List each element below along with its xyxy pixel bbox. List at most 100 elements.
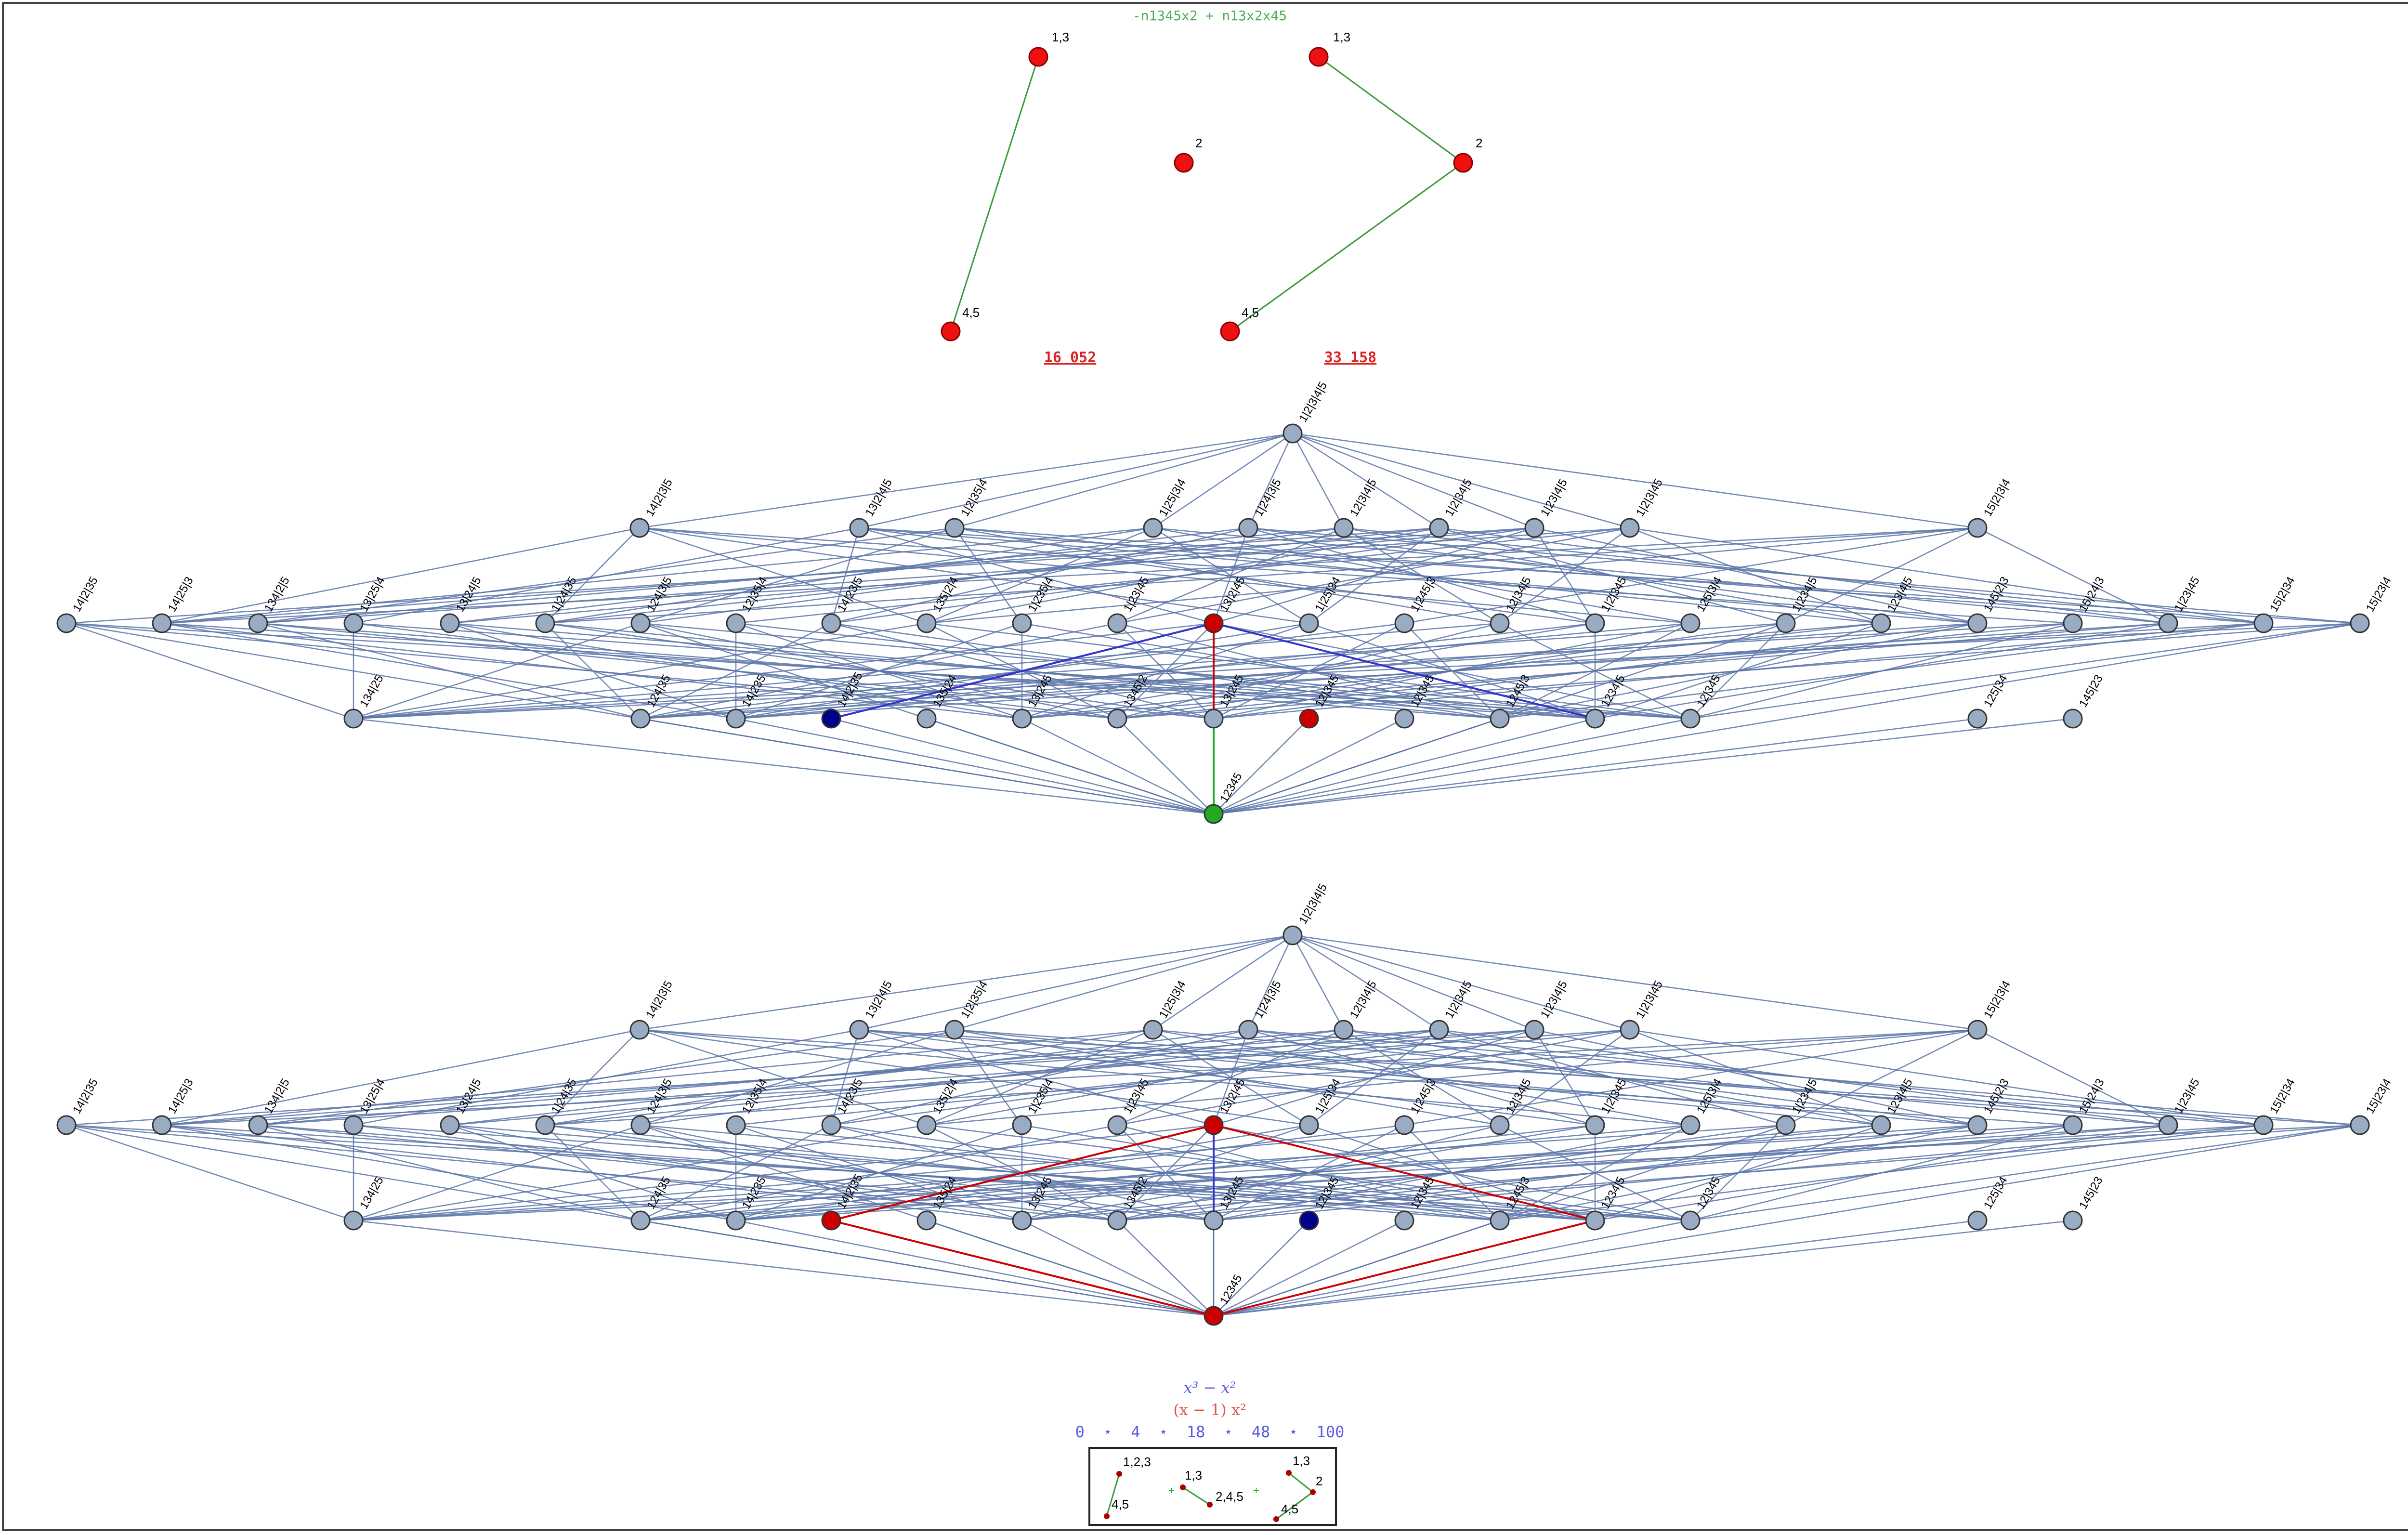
node-label: 14|2|3|5 [643,978,675,1021]
lattice-edge [1117,1029,1630,1127]
lattice-node [343,1210,364,1231]
lattice-edge [1117,527,1630,625]
node-label: 2 [1476,136,1482,150]
node-label: 4,5 [1242,305,1259,320]
lattice-edge [735,1029,1630,1127]
legend-plus: + [1168,1484,1175,1496]
lattice-edge [66,622,354,720]
lattice-node [916,613,937,633]
lattice-node [1967,708,1988,729]
lattice-edge [1785,1029,1978,1126]
lattice-edge [161,1029,1978,1128]
node-label: 1|24|3|5 [1252,978,1284,1021]
node-label: 13|2|4|5 [863,476,895,519]
top-right-graph: 1,3 2 4,5 [1220,30,1482,341]
lattice-node [2063,1115,2083,1135]
lattice-edge [639,433,1293,530]
lattice-edge [1292,433,1978,530]
graph-edge [1230,162,1464,332]
legend-node [1104,1513,1110,1519]
lattice-node [1967,1210,1988,1231]
lattice-node-top [1283,423,1303,444]
lattice-edge [1247,935,1294,1030]
node-label: 14|2|3|5 [643,476,675,519]
lattice-node [726,1115,746,1135]
node-label: 15|24|3 [2077,1076,2107,1116]
lattice-edge [1629,1029,2264,1127]
lattice-edge [954,1029,1500,1127]
legend-node [1286,1470,1292,1476]
lattice-node [916,708,937,729]
lattice-node [1776,1115,1796,1135]
node-label: 1|23|4|5 [1538,978,1570,1021]
lattice-edge [1292,934,1440,1031]
lattice-edge [161,527,640,625]
lattice-edge [258,1124,641,1222]
legend-label: 1,3 [1293,1454,1310,1468]
lattice-edge [926,527,1978,625]
lattice-node [1107,708,1127,729]
lattice-edge [639,527,2073,625]
lattice-edge [1292,433,1345,528]
lattice-node [2350,1115,2370,1135]
lattice-edge [1021,1220,1214,1317]
lattice-node [1204,1115,1224,1135]
lattice-edge [1404,527,1978,625]
lattice-edge [1292,934,1535,1031]
lattice-node [1620,518,1640,538]
legend-node [1207,1502,1213,1508]
node-label: 1,3 [1333,30,1350,44]
lattice-edge [640,622,1118,720]
lattice-edge [640,1124,1691,1222]
lattice-edge [831,718,1214,815]
lattice-node [1585,1115,1605,1135]
lattice-node [2158,1115,2178,1135]
lattice-edge [1439,527,2169,625]
lattice-edge [954,433,1293,529]
lattice-edge [1499,1124,2264,1222]
lattice-edge [1213,1220,1978,1318]
lattice-node [1204,1210,1224,1231]
lattice-edge [1343,527,1500,624]
lattice-edge [353,1124,641,1221]
lattice-node [1299,613,1319,633]
graph-node [1309,47,1329,67]
lattice-node [248,1115,268,1135]
lattice-node [1107,613,1127,633]
lattice-node [630,708,651,729]
lattice-edge [1117,718,1214,814]
node-label: 145|23 [2077,1174,2106,1211]
lattice-node [1490,1210,1510,1231]
node-label: 1|2|34|5 [1443,978,1475,1021]
lattice-node [1967,518,1988,538]
lattice-edge [1404,1029,1978,1127]
lattice-edge [161,1029,640,1127]
node-label: 14|25|3 [166,1076,196,1116]
count-left: 16 052 [1044,349,1096,366]
lattice-edge [353,1124,1786,1222]
lattice-edge [640,1124,1978,1222]
highlight-edge [1213,1124,1596,1221]
polynomial-2: (x − 1) x² [1173,1401,1246,1419]
lattice-edge [353,1124,2360,1223]
highlight-edge [1213,622,1596,720]
lattice-node [1680,708,1701,729]
lattice-node [1967,613,1988,633]
node-label: 1|25|3|4 [1157,476,1189,519]
node-label: 15|2|3|4 [1981,978,2013,1021]
lattice-node [1012,613,1032,633]
sequence-row: 0 ⋆ 4 ⋆ 18 ⋆ 48 ⋆ 100 [1075,1423,1345,1441]
lattice-edge [1213,718,1596,815]
lattice-node [343,613,364,633]
lattice-edge [640,622,1978,721]
lattice-node [1967,1020,1988,1040]
node-label: 1|23|4|5 [1538,476,1570,519]
node-label: 12|345 [1313,672,1342,709]
lattice-edge [66,1029,1535,1127]
lattice-edge [353,1124,927,1222]
lattice-node [1299,1210,1319,1231]
lattice-node [1334,518,1354,538]
lattice-node [2350,613,2370,633]
